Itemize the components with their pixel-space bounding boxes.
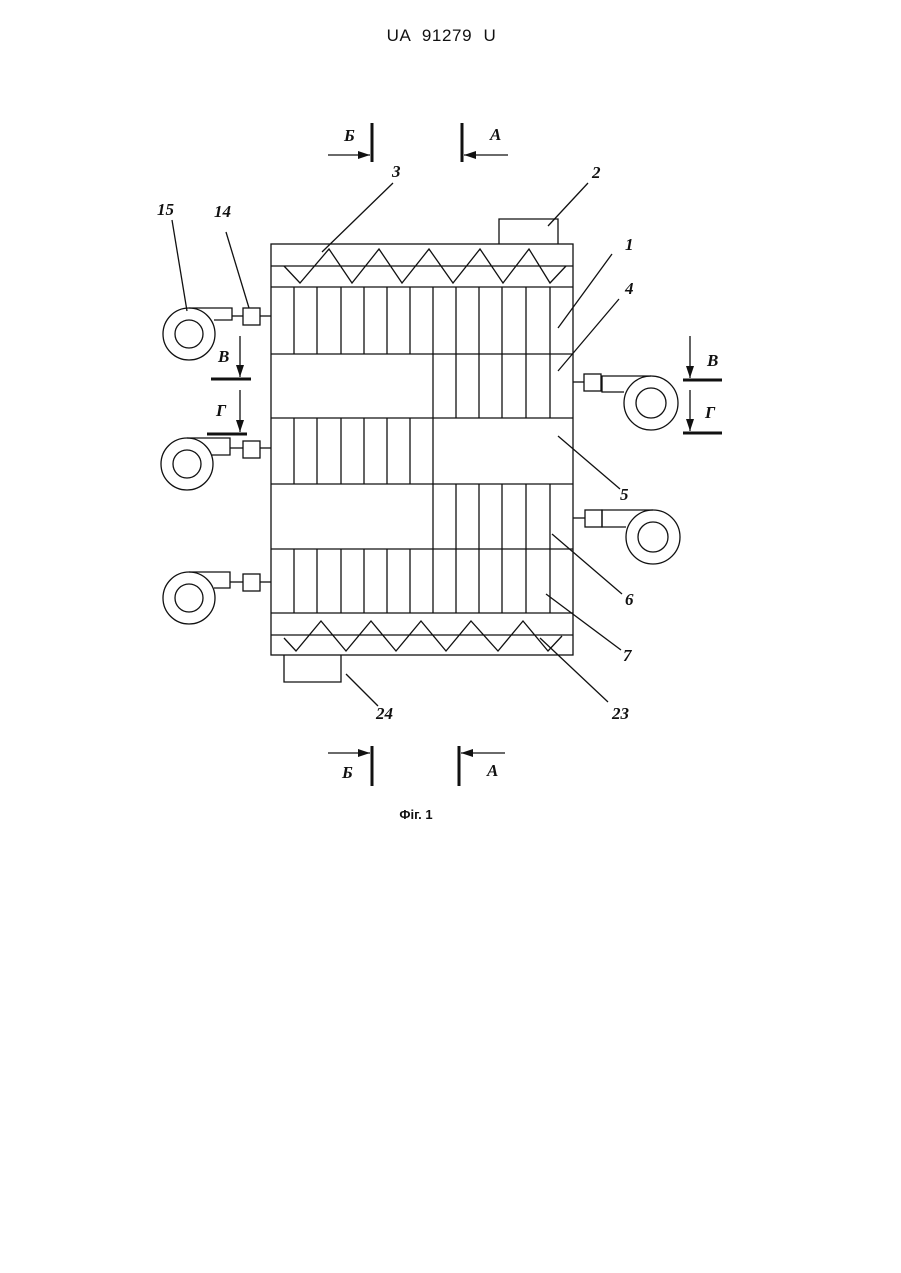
label-3: 3: [391, 162, 401, 181]
label-5: 5: [620, 485, 629, 504]
fan-right-2: [573, 510, 680, 564]
shelf-grid: [294, 287, 550, 613]
label-7: 7: [623, 646, 633, 665]
section-letter-a-bottom: А: [486, 761, 498, 780]
section-letter-g-left: Г: [215, 401, 227, 420]
label-6: 6: [625, 590, 634, 609]
figure-caption: Фіг. 1: [380, 807, 452, 822]
fan-right-1: [573, 374, 678, 430]
section-letter-g-right: Г: [704, 403, 716, 422]
housing-outline: [271, 244, 573, 655]
bottom-zigzag-screw: [284, 621, 562, 651]
label-2: 2: [591, 163, 601, 182]
label-1: 1: [625, 235, 634, 254]
fan-left-1: [163, 308, 271, 360]
fan-left-3: [163, 572, 271, 624]
label-23: 23: [611, 704, 630, 723]
section-mark-g-right: [683, 390, 722, 433]
label-14: 14: [214, 202, 231, 221]
inlet-hopper: [499, 219, 558, 244]
section-letter-b-bottom: Б: [341, 763, 353, 782]
section-mark-g-left: [207, 390, 247, 434]
label-15: 15: [157, 200, 175, 219]
label-4: 4: [624, 279, 634, 298]
section-letter-v-right: В: [706, 351, 718, 370]
fan-left-2: [161, 438, 271, 490]
section-letter-v-left: В: [217, 347, 229, 366]
section-letter-a-top: А: [489, 125, 501, 144]
label-24: 24: [375, 704, 393, 723]
outlet-hopper: [284, 655, 341, 682]
section-letter-b-top: Б: [343, 126, 355, 145]
section-mark-v-left: [211, 336, 251, 379]
